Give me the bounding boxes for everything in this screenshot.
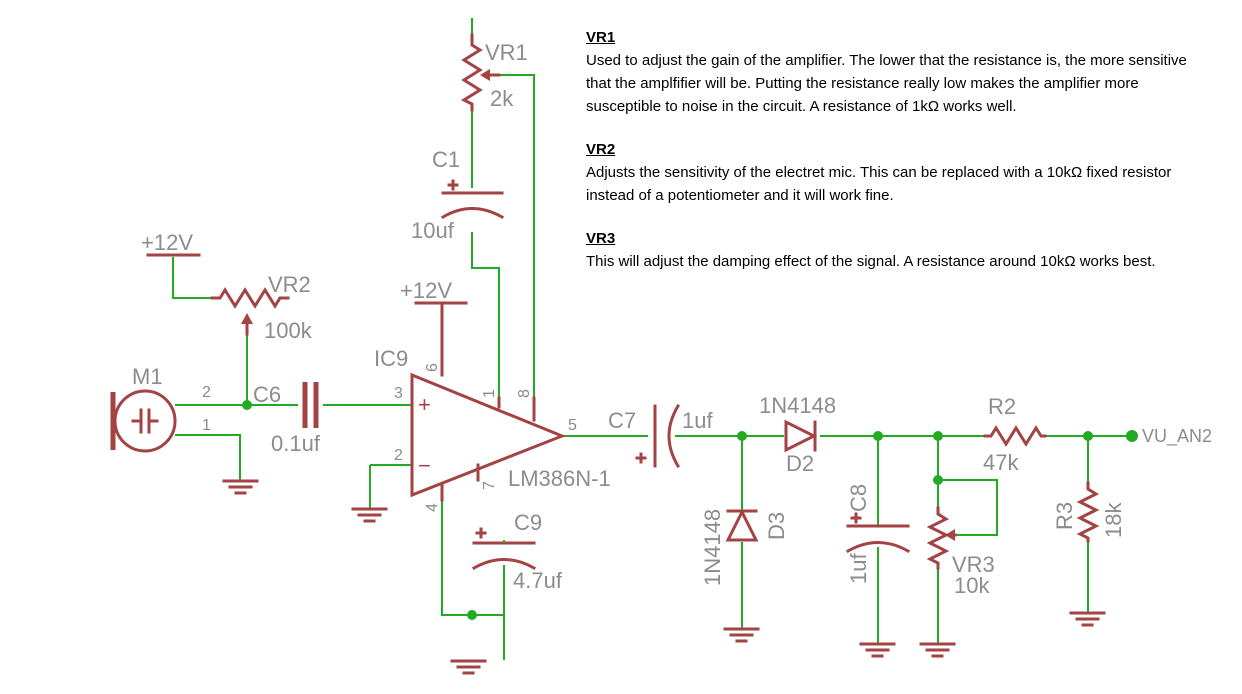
d3-part: 1N4148 bbox=[700, 509, 725, 586]
c1-name: C1 bbox=[432, 147, 460, 172]
vr1-potentiometer: VR1 2k bbox=[460, 33, 528, 112]
d2-name: D2 bbox=[786, 451, 814, 476]
vr2-value: 100k bbox=[264, 318, 313, 343]
ground-icon bbox=[222, 479, 259, 495]
c7-name: C7 bbox=[608, 408, 636, 433]
ic-pin-6: 6 bbox=[424, 363, 441, 372]
ic-pin-2: 2 bbox=[394, 447, 403, 464]
r2-value: 47k bbox=[983, 450, 1019, 475]
d3-diode: 1N4148 D3 bbox=[700, 508, 789, 586]
vr2-potentiometer: VR2 100k bbox=[210, 272, 313, 343]
junction-dot bbox=[737, 431, 747, 441]
d2-part: 1N4148 bbox=[759, 393, 836, 418]
supply-12v-a: +12V bbox=[141, 230, 201, 257]
note-text: Used to adjust the gain of the amplifier… bbox=[586, 52, 1187, 115]
ic-pin-4: 4 bbox=[424, 503, 441, 512]
c8-capacitor: C8 1uf bbox=[845, 484, 911, 584]
c6-name: C6 bbox=[253, 382, 281, 407]
op-plus-sign: + bbox=[418, 392, 431, 417]
supply-12v-b: +12V bbox=[400, 278, 468, 377]
junction-dot bbox=[242, 400, 252, 410]
c9-name: C9 bbox=[514, 510, 542, 535]
grounds bbox=[222, 479, 1106, 675]
c7-capacitor: C7 1uf bbox=[608, 403, 713, 469]
ground-icon bbox=[1069, 611, 1106, 627]
vr1-value: 2k bbox=[490, 86, 514, 111]
note-text: Adjusts the sensitivity of the electret … bbox=[586, 164, 1172, 204]
c1-capacitor: C1 10uf bbox=[411, 147, 505, 243]
c8-value: 1uf bbox=[846, 553, 871, 584]
note-heading: VR1 bbox=[586, 29, 616, 46]
vr3-potentiometer: VR3 10k bbox=[926, 506, 995, 598]
ic9-op-amp: + − IC9 LM386N-1 3 2 5 6 1 8 4 7 bbox=[374, 346, 611, 512]
ic-pin-7: 7 bbox=[481, 481, 498, 490]
m1-pin-1: 1 bbox=[202, 417, 211, 434]
vr3-name: VR3 bbox=[952, 552, 995, 577]
vr1-name: VR1 bbox=[485, 40, 528, 65]
ic-pin-3: 3 bbox=[394, 385, 403, 402]
r3-value: 18k bbox=[1101, 502, 1126, 538]
ground-icon bbox=[919, 642, 956, 658]
c6-value: 0.1uf bbox=[271, 431, 321, 456]
m1-pin-2: 2 bbox=[202, 384, 211, 401]
junction-dot bbox=[933, 475, 943, 485]
r3-name: R3 bbox=[1052, 502, 1077, 530]
c9-value: 4.7uf bbox=[513, 568, 563, 593]
note-text: This will adjust the damping effect of t… bbox=[586, 253, 1156, 270]
note-vr3: VR3 This will adjust the damping effect … bbox=[586, 227, 1206, 273]
ground-icon bbox=[351, 507, 388, 523]
supply-label: +12V bbox=[141, 230, 193, 255]
c7-value: 1uf bbox=[682, 408, 713, 433]
m1-microphone: M1 2 1 bbox=[110, 364, 211, 453]
c6-capacitor: C6 0.1uf bbox=[253, 382, 321, 456]
c1-value: 10uf bbox=[411, 218, 455, 243]
c9-capacitor: C9 4.7uf bbox=[471, 510, 563, 593]
vr3-value: 10k bbox=[954, 573, 990, 598]
d2-diode: 1N4148 D2 bbox=[759, 393, 836, 476]
junction-dot bbox=[873, 431, 883, 441]
r2-name: R2 bbox=[988, 394, 1016, 419]
junction-dot bbox=[1083, 431, 1093, 441]
m1-name: M1 bbox=[132, 364, 163, 389]
ic9-part: LM386N-1 bbox=[508, 466, 611, 491]
supply-label: +12V bbox=[400, 278, 452, 303]
note-heading: VR2 bbox=[586, 141, 616, 158]
ic-pin-5: 5 bbox=[568, 417, 577, 434]
component-notes: VR1 Used to adjust the gain of the ampli… bbox=[586, 26, 1206, 293]
junctions bbox=[242, 400, 1138, 620]
c8-name: C8 bbox=[846, 484, 871, 512]
ic-pin-1: 1 bbox=[481, 389, 498, 398]
net-terminal-dot bbox=[1126, 430, 1138, 442]
junction-dot bbox=[933, 431, 943, 441]
note-vr1: VR1 Used to adjust the gain of the ampli… bbox=[586, 26, 1206, 118]
ground-icon bbox=[859, 642, 896, 658]
op-minus-sign: − bbox=[418, 453, 431, 478]
note-vr2: VR2 Adjusts the sensitivity of the elect… bbox=[586, 138, 1206, 207]
r2-resistor: R2 47k bbox=[983, 394, 1047, 475]
note-heading: VR3 bbox=[586, 230, 616, 247]
net-label: VU_AN2 bbox=[1142, 426, 1212, 447]
ground-icon bbox=[723, 627, 760, 643]
ic-pin-8: 8 bbox=[516, 389, 533, 398]
vr2-name: VR2 bbox=[268, 272, 311, 297]
r3-resistor: R3 18k bbox=[1052, 481, 1126, 543]
junction-dot bbox=[467, 610, 477, 620]
d3-name: D3 bbox=[764, 512, 789, 540]
ground-icon bbox=[450, 659, 487, 675]
ic9-name: IC9 bbox=[374, 346, 408, 371]
